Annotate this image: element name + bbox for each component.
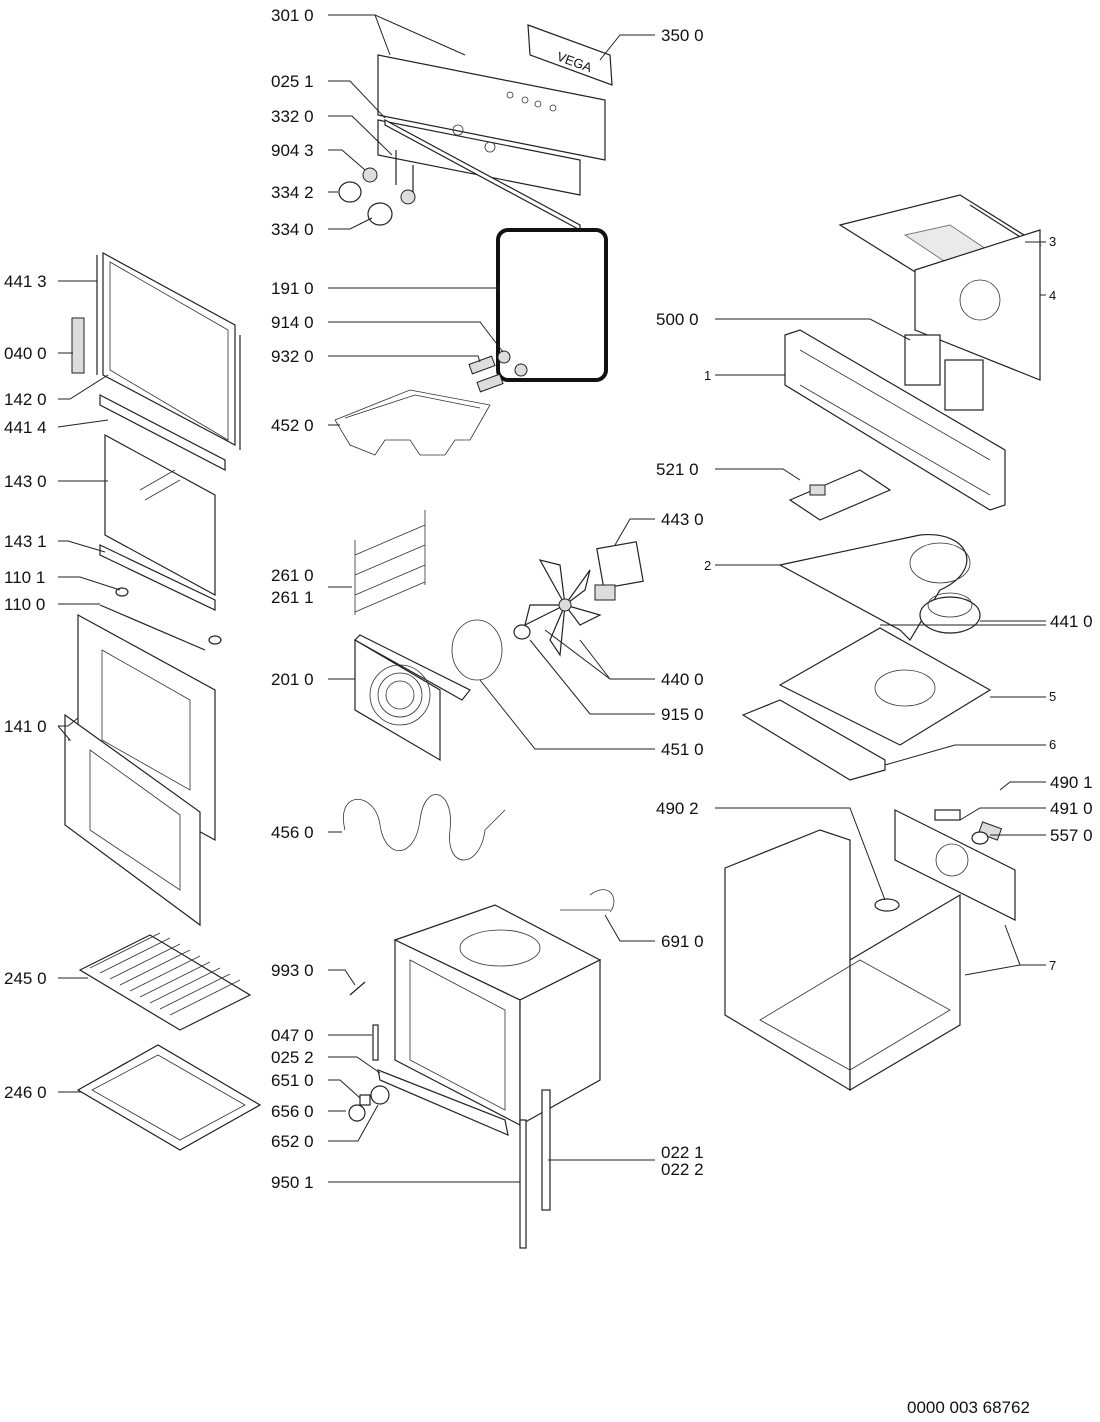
- small-fixings: [348, 981, 551, 1249]
- document-number: 0000 003 68762: [907, 1398, 1030, 1417]
- label-141-0: 141 0: [4, 717, 47, 736]
- fan-motor: [594, 541, 644, 601]
- bottom-heating-element: [343, 794, 506, 861]
- label-332-0: 332 0: [271, 107, 314, 126]
- control-panel-fascia: [377, 91, 581, 196]
- label-4: 4: [1049, 288, 1056, 303]
- label-334-0: 334 0: [271, 220, 314, 239]
- switch-parts: [874, 809, 1003, 912]
- label-301-0: 301 0: [271, 6, 314, 25]
- label-441-0: 441 0: [1050, 612, 1093, 631]
- label-443-0: 443 0: [661, 510, 704, 529]
- rear-panel-fan-cover: [354, 634, 471, 762]
- label-245-0: 245 0: [4, 969, 47, 988]
- label-1: 1: [704, 368, 711, 383]
- baking-tray: [76, 1044, 262, 1151]
- lamp-holders: [468, 350, 528, 393]
- label-040-0: 040 0: [4, 344, 47, 363]
- wire-shelf: [78, 932, 252, 1031]
- label-440-0: 440 0: [661, 670, 704, 689]
- label-025-2: 025 2: [271, 1048, 314, 1067]
- label-142-0: 142 0: [4, 390, 47, 409]
- tangential-fan: [919, 592, 981, 634]
- label-521-0: 521 0: [656, 460, 699, 479]
- top-heating-element: [334, 389, 491, 456]
- leader-lines: [57, 14, 1046, 1183]
- fan-blade: [513, 559, 602, 657]
- label-143-1: 143 1: [4, 532, 47, 551]
- insulation-tray: [778, 627, 992, 746]
- label-651-0: 651 0: [271, 1071, 314, 1090]
- label-441-4: 441 4: [4, 418, 47, 437]
- label-5: 5: [1049, 689, 1056, 704]
- label-557-0: 557 0: [1050, 826, 1093, 845]
- door-vent-strip: [99, 394, 226, 471]
- label-143-0: 143 0: [4, 472, 47, 491]
- part-labels-left: 441 3 040 0 142 0 441 4 143 0 143 1 110 …: [4, 272, 47, 1102]
- rear-connection-panel: [894, 809, 1016, 921]
- label-7: 7: [1049, 958, 1056, 973]
- door-inner-glass: [104, 433, 216, 597]
- label-452-0: 452 0: [271, 416, 314, 435]
- label-261-1: 261 1: [271, 588, 314, 607]
- oven-cavity: [393, 904, 602, 1127]
- label-652-0: 652 0: [271, 1132, 314, 1151]
- label-656-0: 656 0: [271, 1102, 314, 1121]
- label-490-2: 490 2: [656, 799, 699, 818]
- label-914-0: 914 0: [271, 313, 314, 332]
- label-932-0: 932 0: [271, 347, 314, 366]
- part-labels-right: 3 4 1 2 441 0 5 6 490 1 491 0 557 0 7: [704, 234, 1093, 973]
- label-456-0: 456 0: [271, 823, 314, 842]
- label-022-2: 022 2: [661, 1160, 704, 1179]
- label-950-1: 950 1: [271, 1173, 314, 1192]
- control-frame: [784, 329, 1006, 511]
- label-915-0: 915 0: [661, 705, 704, 724]
- label-490-1: 490 1: [1050, 773, 1093, 792]
- label-451-0: 451 0: [661, 740, 704, 759]
- label-350-0: 350 0: [661, 26, 704, 45]
- door-switch-bracket: [560, 889, 615, 913]
- shelf-supports: [354, 510, 426, 615]
- circular-heating-element: [451, 619, 503, 681]
- control-panel-glass: [377, 54, 606, 161]
- label-110-0: 110 0: [4, 595, 45, 614]
- glass-support-strip: [99, 544, 216, 611]
- label-691-0: 691 0: [661, 932, 704, 951]
- part-labels-right-of-center: 350 0 500 0 521 0 443 0 440 0 915 0 451 …: [656, 26, 704, 1179]
- label-047-0: 047 0: [271, 1026, 314, 1045]
- label-441-3: 441 3: [4, 272, 47, 291]
- part-labels-center: 301 0 025 1 332 0 904 3 334 2 334 0 191 …: [271, 6, 314, 1192]
- label-025-1: 025 1: [271, 72, 314, 91]
- door-outer-glass: [64, 613, 216, 927]
- label-6: 6: [1049, 737, 1056, 752]
- timer-modules: [904, 334, 984, 411]
- label-201-0: 201 0: [271, 670, 314, 689]
- electronic-board: [788, 469, 892, 521]
- label-334-2: 334 2: [271, 183, 314, 202]
- label-191-0: 191 0: [271, 279, 314, 298]
- door-seal: [496, 228, 608, 382]
- knob-shafts: [338, 150, 416, 226]
- label-261-0: 261 0: [271, 566, 314, 585]
- label-3: 3: [1049, 234, 1056, 249]
- vega-badge: VEGA: [527, 24, 613, 86]
- label-993-0: 993 0: [271, 961, 314, 980]
- label-904-3: 904 3: [271, 141, 314, 160]
- label-491-0: 491 0: [1050, 799, 1093, 818]
- label-2: 2: [704, 558, 711, 573]
- label-022-1: 022 1: [661, 1143, 704, 1162]
- outer-casing: [724, 829, 961, 1092]
- label-500-0: 500 0: [656, 310, 699, 329]
- label-110-1: 110 1: [4, 568, 45, 587]
- label-246-0: 246 0: [4, 1083, 47, 1102]
- door-inner-frame: [96, 251, 241, 450]
- door-hinge: [71, 317, 85, 374]
- rear-fan-panel: [914, 229, 1041, 381]
- door-handle-parts: [99, 587, 222, 651]
